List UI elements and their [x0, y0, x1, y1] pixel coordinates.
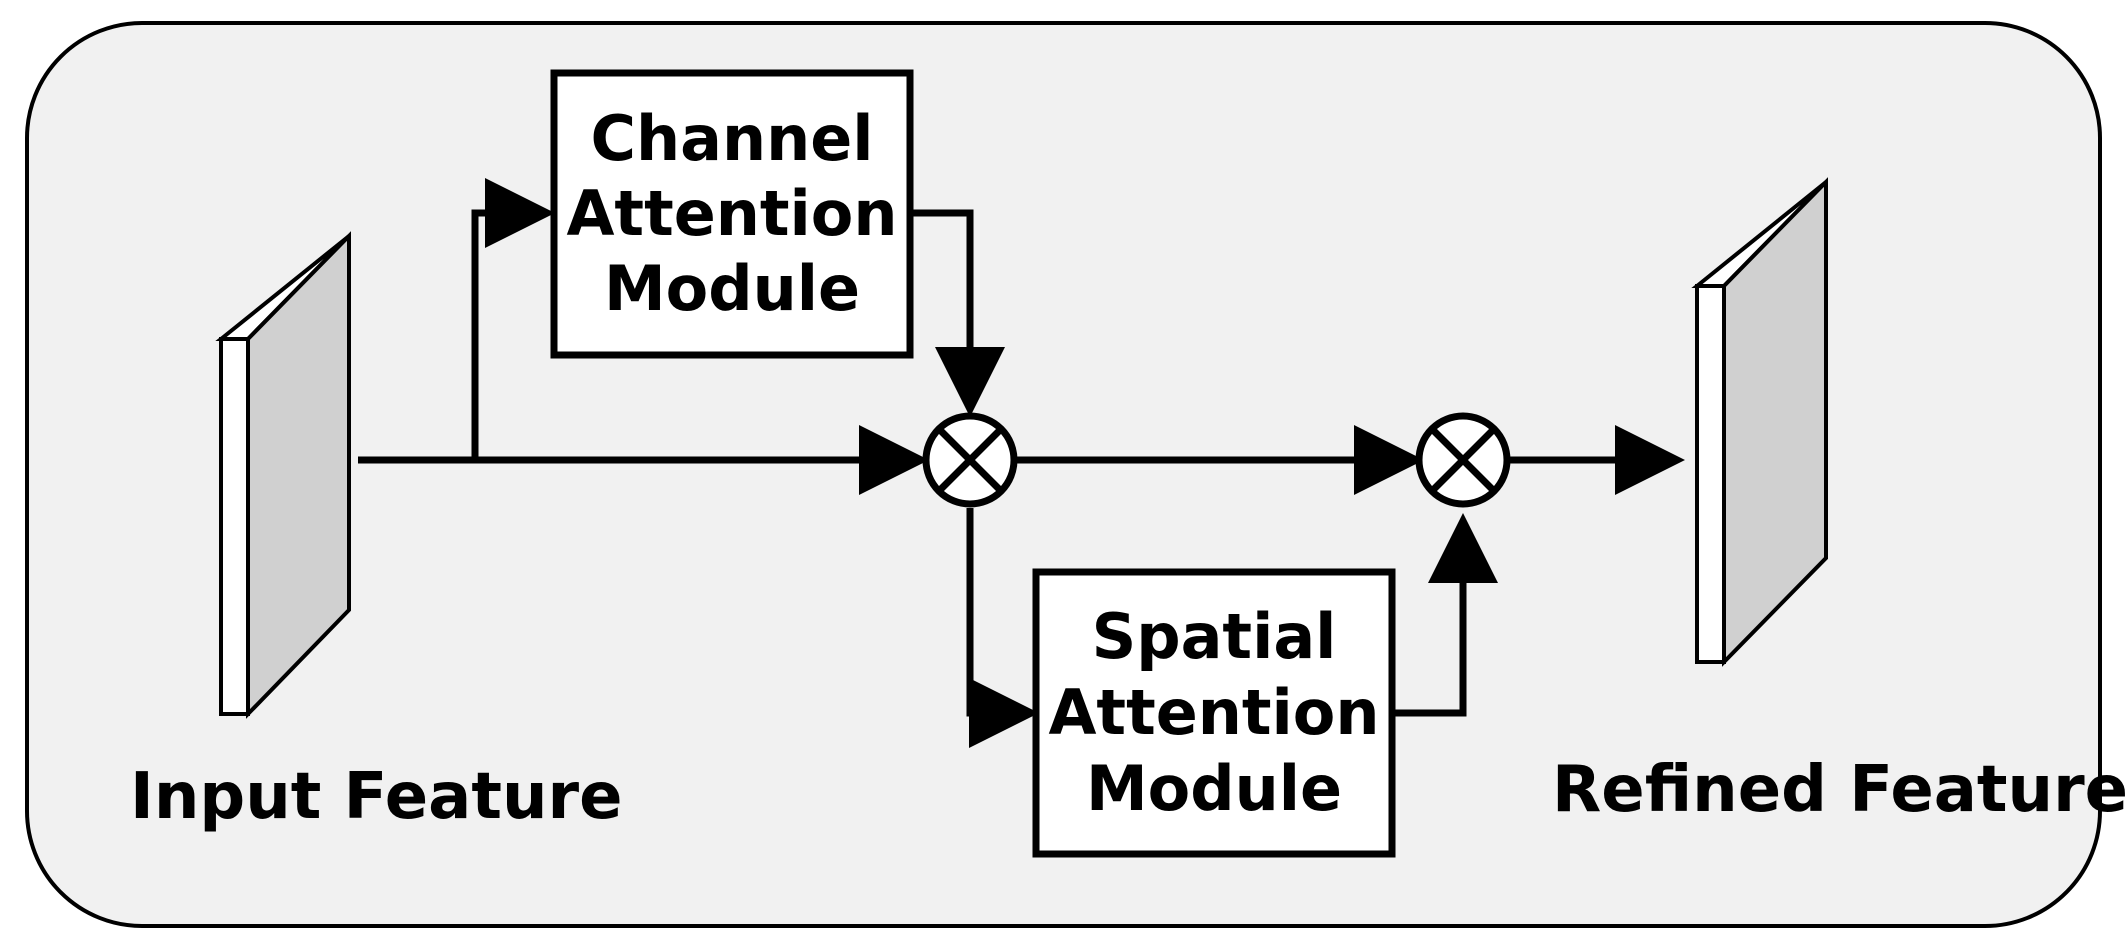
input-feature-label: Input Feature [130, 760, 622, 834]
channel-to-multiply1-arrow [910, 209, 1005, 417]
input-feature-map [215, 231, 351, 719]
spatial-attention-line1: Spatial [1092, 600, 1337, 673]
outer-panel [25, 21, 2102, 928]
channel-attention-line3: Module [604, 252, 860, 325]
spatial-attention-box [1032, 568, 1396, 858]
spatial-attention-line2: Attention [1048, 676, 1379, 749]
spatial-attention-line3: Module [1086, 752, 1342, 825]
refined-feature-map [1691, 177, 1828, 667]
multiply-2-cross-b [1429, 426, 1497, 494]
multiply-operator-1 [922, 412, 1018, 508]
multiply-1-cross-b [936, 426, 1004, 494]
spatial-to-multiply2-arrow [1392, 513, 1498, 717]
channel-attention-box [550, 69, 914, 359]
refined-feature-label: Refined Feature [1552, 753, 2127, 827]
channel-attention-line2: Attention [566, 177, 897, 250]
channel-attention-module: Channel Attention Module [550, 69, 914, 359]
multiply1-to-spatial-arrow [966, 508, 1039, 748]
refined-feature-front-face [1695, 284, 1726, 664]
branch-to-channel-arrow [471, 178, 555, 460]
multiply-operator-2 [1415, 412, 1511, 508]
spatial-attention-module: Spatial Attention Module [1032, 568, 1396, 858]
channel-attention-line1: Channel [590, 102, 873, 175]
input-feature-front-face [219, 337, 250, 716]
